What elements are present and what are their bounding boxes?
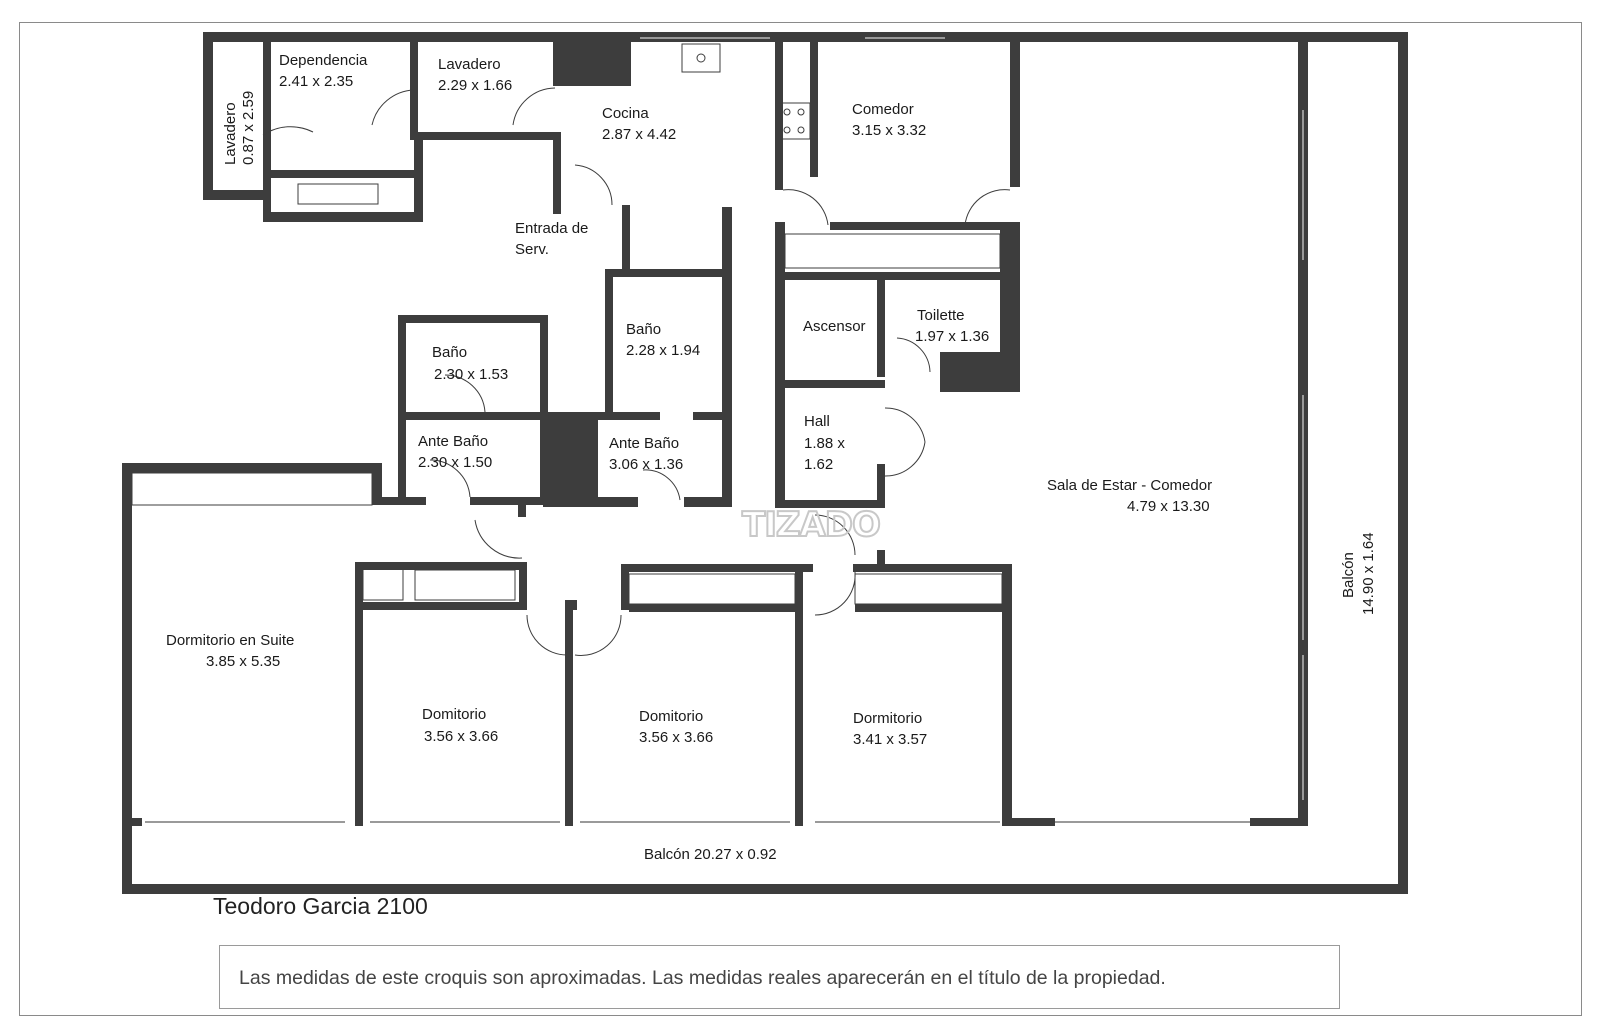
room-sala-name: Sala de Estar - Comedor [1047, 477, 1212, 494]
room-bano-left-name: Baño [432, 344, 467, 361]
room-dorm-2-dims: 3.56 x 3.66 [639, 729, 713, 746]
room-toilette-dims: 1.97 x 1.36 [915, 328, 989, 345]
room-dependencia-name: Dependencia [279, 52, 368, 69]
room-dorm-suite-dims: 3.85 x 5.35 [206, 653, 280, 670]
property-address: Teodoro Garcia 2100 [213, 893, 428, 919]
room-hall-name: Hall [804, 413, 830, 430]
room-ante-bano-mid-dims: 3.06 x 1.36 [609, 456, 683, 473]
room-dorm-1-name: Domitorio [422, 706, 486, 723]
room-hall-dims: 1.88 x [804, 435, 845, 452]
room-ante-bano-left-name: Ante Baño [418, 433, 488, 450]
room-lavadero-small-dims: 0.87 x 2.59 [240, 91, 257, 165]
walls [122, 32, 1408, 894]
room-dorm-3-dims: 3.41 x 3.57 [853, 731, 927, 748]
room-cocina-name: Cocina [602, 105, 649, 122]
room-sala-dims: 4.79 x 13.30 [1127, 498, 1210, 515]
watermark: TIZADO [742, 505, 880, 545]
room-dorm-suite-name: Dormitorio en Suite [166, 632, 294, 649]
room-dorm-2-name: Domitorio [639, 708, 703, 725]
room-hall-dims2: 1.62 [804, 456, 833, 473]
room-ante-bano-mid-name: Ante Baño [609, 435, 679, 452]
disclaimer-box: Las medidas de este croquis son aproxima… [219, 945, 1340, 1009]
windows [145, 37, 1304, 823]
page-frame [19, 22, 1582, 1016]
room-entrada-serv-name: Entrada de [515, 220, 588, 237]
balcon-bottom-label: Balcón 20.27 x 0.92 [644, 846, 777, 863]
room-bano-left-dims: 2.30 x 1.53 [434, 366, 508, 383]
room-lavadero-dims: 2.29 x 1.66 [438, 77, 512, 94]
room-comedor-name: Comedor [852, 101, 914, 118]
room-lavadero-small-name: Lavadero [222, 102, 239, 165]
room-comedor-dims: 3.15 x 3.32 [852, 122, 926, 139]
room-bano-mid-name: Baño [626, 321, 661, 338]
room-balcon-side-name: Balcón [1340, 552, 1357, 598]
room-cocina-dims: 2.87 x 4.42 [602, 126, 676, 143]
room-ante-bano-left-dims: 2.30 x 1.50 [418, 454, 492, 471]
room-dorm-1-dims: 3.56 x 3.66 [424, 728, 498, 745]
room-balcon-side-dims: 14.90 x 1.64 [1360, 532, 1377, 615]
fixtures [131, 43, 1011, 656]
room-toilette-name: Toilette [917, 307, 965, 324]
room-labels: Lavadero 0.87 x 2.59 Dependencia 2.41 x … [166, 52, 1377, 863]
room-lavadero-name: Lavadero [438, 56, 501, 73]
room-bano-mid-dims: 2.28 x 1.94 [626, 342, 700, 359]
room-dependencia-dims: 2.41 x 2.35 [279, 73, 353, 90]
room-dorm-3-name: Dormitorio [853, 710, 922, 727]
room-ascensor-name: Ascensor [803, 318, 866, 335]
room-entrada-serv-name2: Serv. [515, 241, 549, 258]
